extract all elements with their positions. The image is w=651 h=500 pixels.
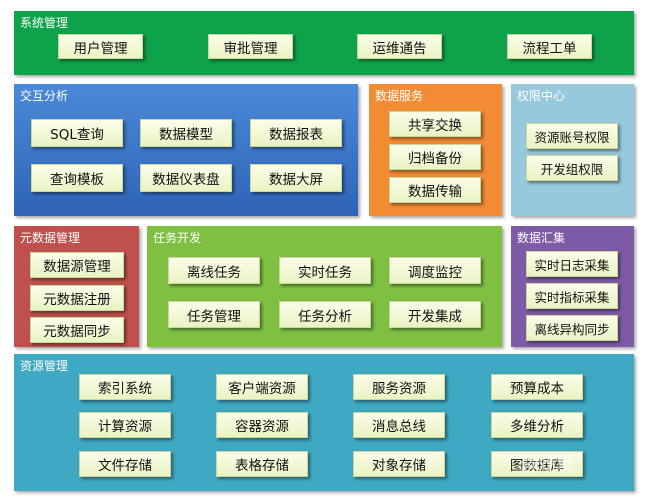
box-workflow-ticket[interactable]: 流程工单 xyxy=(507,34,592,59)
box-approval-management[interactable]: 审批管理 xyxy=(208,34,293,59)
box-realtime-task[interactable]: 实时任务 xyxy=(279,257,371,284)
box-data-model[interactable]: 数据模型 xyxy=(140,119,232,147)
box-budget-cost[interactable]: 预算成本 xyxy=(491,374,583,400)
panel-authority-center: 权限中心 xyxy=(511,84,634,216)
box-graph-database[interactable]: 图数据库 xyxy=(491,451,583,477)
panel-title-data-service: 数据服务 xyxy=(375,89,424,103)
box-compute-resource[interactable]: 计算资源 xyxy=(79,412,171,438)
panel-title-interactive-analysis: 交互分析 xyxy=(20,89,69,103)
box-metadata-sync[interactable]: 元数据同步 xyxy=(30,317,124,343)
panel-title-metadata-management: 元数据管理 xyxy=(20,231,81,245)
box-task-management[interactable]: 任务管理 xyxy=(168,301,260,328)
box-metadata-register[interactable]: 元数据注册 xyxy=(30,285,124,311)
panel-interactive-analysis: 交互分析 xyxy=(14,84,358,216)
box-sql-query[interactable]: SQL查询 xyxy=(31,119,123,147)
panel-title-data-gathering: 数据汇集 xyxy=(517,231,566,245)
box-user-management[interactable]: 用户管理 xyxy=(58,34,143,59)
box-data-report[interactable]: 数据报表 xyxy=(250,119,342,147)
panel-title-system-management: 系统管理 xyxy=(20,16,69,30)
box-realtime-log-collect[interactable]: 实时日志采集 xyxy=(526,251,618,277)
box-datasource-management[interactable]: 数据源管理 xyxy=(30,252,124,278)
box-table-storage[interactable]: 表格存储 xyxy=(216,451,308,477)
box-file-storage[interactable]: 文件存储 xyxy=(79,451,171,477)
box-data-dashboard[interactable]: 数据仪表盘 xyxy=(140,164,232,192)
box-message-bus[interactable]: 消息总线 xyxy=(353,412,445,438)
box-object-storage[interactable]: 对象存储 xyxy=(353,451,445,477)
box-archive-backup[interactable]: 归档备份 xyxy=(389,144,481,170)
box-dev-integration[interactable]: 开发集成 xyxy=(389,301,481,328)
box-ops-notice[interactable]: 运维通告 xyxy=(357,34,442,59)
watermark-text: 游戏攻 xyxy=(520,456,574,476)
box-query-template[interactable]: 查询模板 xyxy=(31,164,123,192)
panel-title-resource-management: 资源管理 xyxy=(20,359,69,373)
panel-task-development: 任务开发 xyxy=(147,226,502,347)
box-offline-task[interactable]: 离线任务 xyxy=(168,257,260,284)
box-data-big-screen[interactable]: 数据大屏 xyxy=(250,164,342,192)
box-resource-account-permission[interactable]: 资源账号权限 xyxy=(526,123,618,149)
box-container-resource[interactable]: 容器资源 xyxy=(216,412,308,438)
box-multidim-analysis[interactable]: 多维分析 xyxy=(491,412,583,438)
box-client-resource[interactable]: 客户端资源 xyxy=(216,374,308,400)
box-service-resource[interactable]: 服务资源 xyxy=(353,374,445,400)
box-schedule-monitor[interactable]: 调度监控 xyxy=(389,257,481,284)
box-task-analysis[interactable]: 任务分析 xyxy=(279,301,371,328)
panel-title-authority-center: 权限中心 xyxy=(517,89,566,103)
box-index-system[interactable]: 索引系统 xyxy=(79,374,171,400)
box-realtime-metric-collect[interactable]: 实时指标采集 xyxy=(526,283,618,309)
box-data-transfer[interactable]: 数据传输 xyxy=(389,177,481,203)
box-offline-heterogeneous-sync[interactable]: 离线异构同步 xyxy=(526,315,618,341)
box-dev-group-permission[interactable]: 开发组权限 xyxy=(526,155,618,181)
panel-title-task-development: 任务开发 xyxy=(153,231,202,245)
box-share-exchange[interactable]: 共享交换 xyxy=(389,111,481,137)
